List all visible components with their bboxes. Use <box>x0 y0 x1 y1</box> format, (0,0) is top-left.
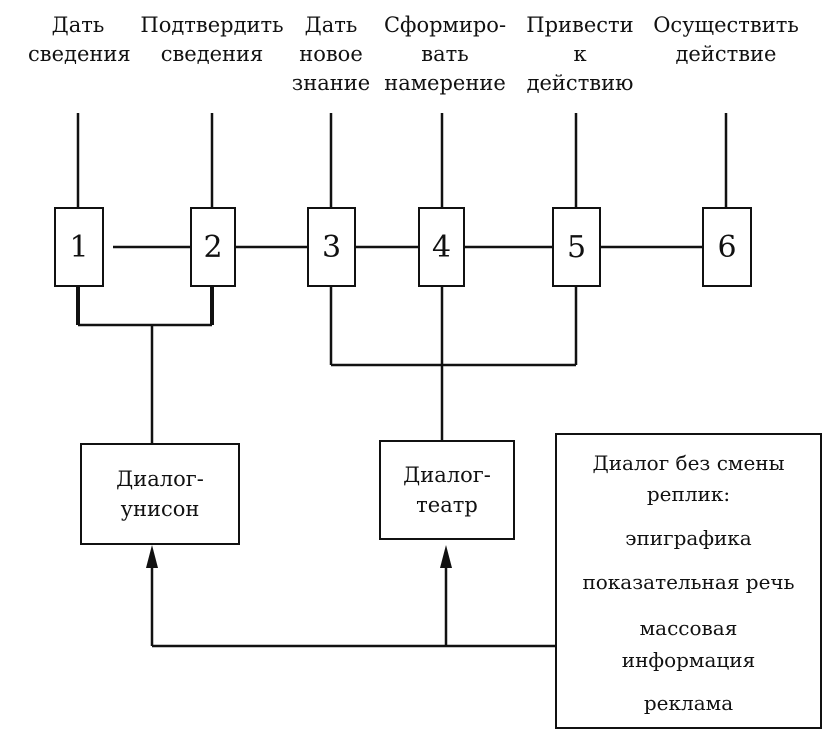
dialog-theatre-box: Диалог- театр <box>379 440 515 540</box>
top-label-2: Подтвердить сведения <box>140 13 284 66</box>
top-label-6: Осуществить действие <box>653 13 799 66</box>
top-label-3: Дать новое знание <box>291 13 371 95</box>
arrow-to-unison <box>146 545 158 568</box>
top-label-4: Сформиро- вать намерение <box>383 13 507 95</box>
stage-box-4: 4 <box>418 207 465 287</box>
dialog-no-change-title-1: Диалог без смены <box>592 451 785 475</box>
top-label-5: Привести к действию <box>526 13 634 95</box>
item-epigraphy: эпиграфика <box>625 526 752 550</box>
item-mass-1: массовая <box>639 616 738 640</box>
top-label-1: Дать сведения <box>28 13 131 66</box>
stage-box-3: 3 <box>307 207 356 287</box>
arrow-to-theatre <box>440 545 452 568</box>
stage-box-5: 5 <box>552 207 601 287</box>
item-speech: показательная речь <box>582 570 795 594</box>
item-mass-2: информация <box>621 648 756 672</box>
stage-box-2: 2 <box>190 207 236 287</box>
dialog-unison-box: Диалог- унисон <box>80 443 240 545</box>
dialog-no-change-title-2: реплик: <box>646 482 731 506</box>
item-advertising: реклама <box>643 691 734 715</box>
dialog-no-change-box: Диалог без смены реплик: эпиграфика пока… <box>555 433 822 729</box>
stage-box-1: 1 <box>54 207 104 287</box>
stage-box-6: 6 <box>702 207 752 287</box>
